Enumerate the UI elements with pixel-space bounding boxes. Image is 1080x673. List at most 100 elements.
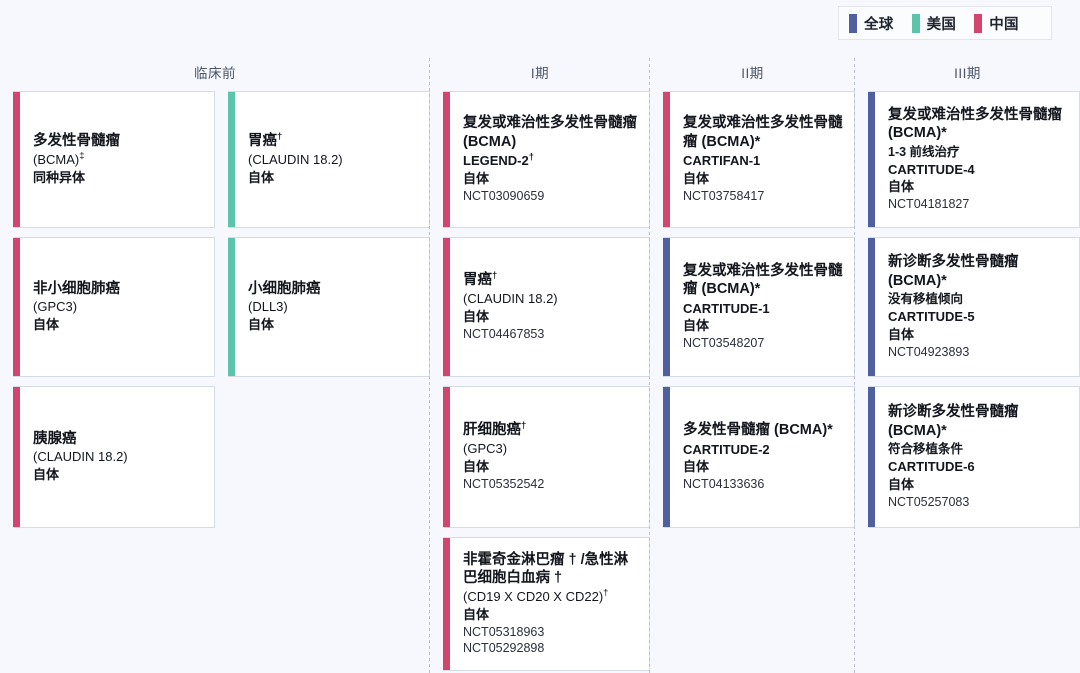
card-trial-name-text: LEGEND-2 xyxy=(463,153,529,169)
card-target: (CLAUDIN 18.2) xyxy=(33,449,204,466)
card-trial-name: CARTITUDE-2 xyxy=(683,441,844,459)
card-indication-title: 复发或难治性多发性骨髓瘤 (BCMA) xyxy=(463,114,639,151)
card-nct-id: NCT04133636 xyxy=(683,476,844,493)
card-cell-source-text: 自体 xyxy=(683,459,710,475)
card-body: 小细胞肺癌(DLL3)自体 xyxy=(228,280,429,334)
card-trial-name-text: CARTIFAN-1 xyxy=(683,153,761,169)
card-cell-source: 自体 xyxy=(888,178,1069,196)
card-indication-title-text: 胰腺癌 xyxy=(33,430,77,447)
card-body: 胃癌†(CLAUDIN 18.2)自体 xyxy=(228,132,429,186)
card-cell-source-text: 自体 xyxy=(888,476,915,492)
column-header: III期 xyxy=(954,66,981,81)
card-indication-title: 胃癌† xyxy=(463,271,639,290)
card-target-text: (CLAUDIN 18.2) xyxy=(33,449,128,465)
card-cell-source: 自体 xyxy=(683,170,844,188)
legend-item-3: 中国 xyxy=(974,13,1019,34)
card-trial-name-text: CARTITUDE-2 xyxy=(683,441,770,457)
card-indication-title-text: 肝细胞癌 xyxy=(463,422,521,439)
card-nct-id-text: NCT03548207 xyxy=(683,336,765,351)
legend-swatch-us xyxy=(911,13,920,33)
pipeline-card[interactable]: 复发或难治性多发性骨髓瘤 (BCMA)* CARTITUDE-1 自体 NCT0354… xyxy=(663,237,855,377)
card-cell-source-text: 同种异体 xyxy=(33,169,86,185)
card-region-accent-bar xyxy=(13,238,20,376)
card-nct-id-text: NCT04923893 xyxy=(888,344,970,359)
card-cell-source: 自体 xyxy=(463,308,639,326)
card-cell-source-text: 自体 xyxy=(248,317,275,333)
card-target-text: (DLL3) xyxy=(248,299,288,315)
card-trial-name: CARTITUDE-4 xyxy=(888,161,1069,179)
card-indication-title: 新诊断多发性骨髓瘤 (BCMA)* xyxy=(888,253,1069,290)
card-nct-id: NCT03548207 xyxy=(683,335,844,352)
card-trial-name: LEGEND-2† xyxy=(463,152,639,170)
card-nct-id-text: NCT05352542 xyxy=(463,476,545,491)
pipeline-card[interactable]: 胰腺癌 (CLAUDIN 18.2) 自体 xyxy=(13,386,215,528)
legend-item-1: 全球 xyxy=(849,13,894,34)
column-groups: 多发性骨髓瘤(BCMA)‡同种异体非小细胞肺癌(GPC3)自体胰腺癌(CLAUD… xyxy=(0,91,430,537)
card-indication-title-text: 多发性骨髓瘤 (BCMA)* xyxy=(683,422,833,439)
card-nct-id: NCT05257083 xyxy=(888,494,1069,511)
card-region-accent-bar xyxy=(443,238,450,376)
card-cell-source: 自体 xyxy=(463,458,639,476)
legend-label: 美国 xyxy=(926,16,957,33)
card-indication-title: 新诊断多发性骨髓瘤 (BCMA)* xyxy=(888,403,1069,440)
card-trial-name-text: CARTITUDE-1 xyxy=(683,300,770,316)
card-indication-title-text: 复发或难治性多发性骨髓瘤 (BCMA)* xyxy=(683,262,843,298)
column-group-1: 多发性骨髓瘤(BCMA)‡同种异体非小细胞肺癌(GPC3)自体胰腺癌(CLAUD… xyxy=(0,91,215,537)
card-cell-source-text: 自体 xyxy=(248,169,275,185)
card-region-accent-bar xyxy=(868,92,875,227)
card-indication-title: 复发或难治性多发性骨髓瘤 (BCMA)* xyxy=(683,114,844,151)
card-region-accent-bar xyxy=(13,387,20,527)
card-note: 1-3 前线治疗 xyxy=(888,144,1069,161)
card-indication-title: 多发性骨髓瘤 (BCMA)* xyxy=(683,421,844,440)
pipeline-card[interactable]: 非霍奇金淋巴瘤 † /急性淋巴细胞白血病 †(CD19 X CD20 X CD2… xyxy=(443,537,650,671)
pipeline-card[interactable]: 非小细胞肺癌(GPC3)自体 xyxy=(13,237,215,377)
card-indication-title-text: 多发性骨髓瘤 xyxy=(33,133,120,150)
card-trial-name: CARTIFAN-1 xyxy=(683,152,844,170)
card-target: (CLAUDIN 18.2) xyxy=(463,291,639,308)
pipeline-card[interactable]: 胃癌†(CLAUDIN 18.2)自体 xyxy=(228,91,430,228)
card-region-accent-bar xyxy=(13,92,20,227)
card-cell-source: 同种异体 xyxy=(33,169,204,187)
pipeline-card[interactable]: 小细胞肺癌(DLL3)自体 xyxy=(228,237,430,377)
card-trial-name-text: CARTITUDE-4 xyxy=(888,161,975,177)
card-trial-name-text: CARTITUDE-5 xyxy=(888,309,975,325)
card-note-text: 符合移植条件 xyxy=(888,442,964,457)
card-note-text: 没有移植倾向 xyxy=(888,292,964,307)
pipeline-card[interactable]: 多发性骨髓瘤(BCMA)‡同种异体 xyxy=(13,91,215,228)
pipeline-column-1: 临床前多发性骨髓瘤(BCMA)‡同种异体非小细胞肺癌(GPC3)自体胰腺癌(CL… xyxy=(0,58,430,673)
card-region-accent-bar xyxy=(228,92,235,227)
card-cell-source: 自体 xyxy=(888,326,1069,344)
card-cell-source-text: 自体 xyxy=(683,318,710,334)
card-target-footnote-marker: ‡ xyxy=(79,150,85,162)
card-nct-id-text: NCT05257083 xyxy=(888,494,970,509)
card-trial-name: CARTITUDE-5 xyxy=(888,308,1069,326)
card-target-text: (GPC3) xyxy=(463,440,508,456)
card-indication-title-text: 复发或难治性多发性骨髓瘤 (BCMA)* xyxy=(683,115,843,150)
card-trial-name-footnote-marker: † xyxy=(528,152,535,164)
card-nct-id-text: NCT05292898 xyxy=(463,641,545,656)
card-nct-id-text: NCT04467853 xyxy=(463,326,545,341)
card-cell-source-text: 自体 xyxy=(33,467,60,483)
card-nct-id-text: NCT05318963 xyxy=(463,624,545,639)
card-region-accent-bar xyxy=(443,92,450,227)
card-cell-source-text: 自体 xyxy=(683,170,710,186)
card-indication-title: 肝细胞癌† xyxy=(463,421,639,440)
card-target: (GPC3) xyxy=(463,441,639,458)
legend-swatch-china xyxy=(974,13,983,33)
card-target-text: (GPC3) xyxy=(33,299,78,315)
card-nct-id-text: NCT04181827 xyxy=(888,197,970,212)
